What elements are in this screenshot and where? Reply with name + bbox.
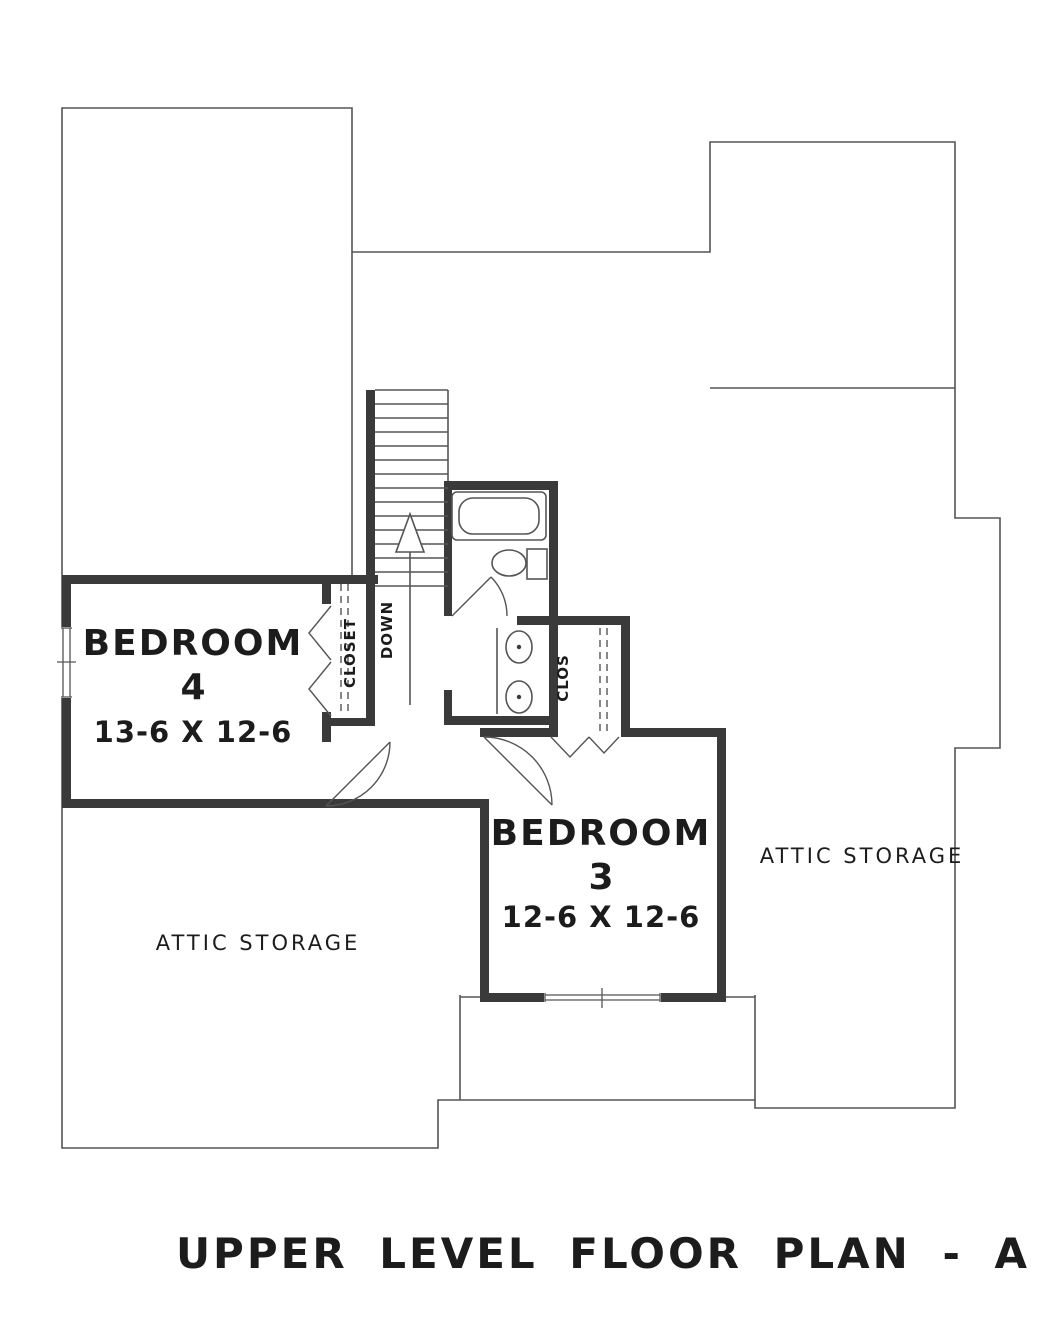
- bedroom4-name-label: BEDROOM: [83, 623, 304, 664]
- bedroom3-name-label: BEDROOM: [491, 813, 712, 854]
- stair-direction-arrow-head: [394, 511, 426, 553]
- bedroom4-right-wall-upper: [322, 575, 331, 604]
- bath-right-wall: [549, 481, 558, 625]
- bedroom3-left-wall: [480, 799, 489, 1002]
- clos-right-wall: [621, 616, 630, 737]
- vanity-sink-bottom-drain: [516, 694, 522, 700]
- bedroom3-top-wall-left: [489, 728, 549, 737]
- bedroom4-door-leaf: [325, 741, 391, 807]
- bedroom3-number-label: 3: [588, 857, 613, 898]
- vanity-sink-top-drain: [516, 644, 522, 650]
- plan-title: UPPER LEVEL FLOOR PLAN - A: [176, 1229, 1030, 1278]
- bedroom4-left-wall-lower: [62, 697, 71, 808]
- bathroom: [451, 491, 548, 714]
- bedroom4-top-wall: [62, 575, 378, 584]
- bathtub-inner: [458, 497, 540, 535]
- bath-left-wall: [444, 481, 452, 616]
- attic-storage-left-label: ATTIC STORAGE: [156, 931, 361, 955]
- toilet-tank: [526, 548, 548, 580]
- bath-door-arc: [490, 576, 508, 617]
- bedroom3-door-arc: [483, 736, 553, 806]
- walls: [62, 390, 726, 1002]
- clos-bifold-door-right: [588, 736, 620, 755]
- bedroom4-window: [57, 627, 76, 698]
- bedroom3-window: [544, 988, 661, 1008]
- clos-bifold-door-left: [550, 736, 590, 759]
- bedroom3-right-wall: [717, 728, 726, 1002]
- clos-label: CLOS: [554, 654, 572, 702]
- stair-direction-label: DOWN: [378, 601, 396, 659]
- bedroom4-closet: CLOSET: [308, 584, 359, 717]
- bedroom3-bottom-wall-right: [660, 993, 726, 1002]
- stair-left-wall: [366, 390, 375, 726]
- bedroom4-bottom-wall: [62, 799, 489, 808]
- bedroom4-window-lines: [57, 627, 76, 698]
- bedroom3-door-leaf: [483, 736, 553, 806]
- hall-closet: CLOS: [550, 628, 620, 759]
- vanity-bottom-wall: [444, 716, 549, 725]
- closet-bifold-door-lower: [308, 661, 332, 717]
- stair-treads: [375, 403, 448, 587]
- bath-top-wall: [444, 481, 558, 490]
- bedroom4-left-wall-upper: [62, 575, 71, 628]
- attic-outline: [61, 107, 1001, 1149]
- closet-label: CLOSET: [341, 618, 359, 688]
- clos-top-wall: [549, 616, 630, 625]
- doors: [325, 736, 553, 807]
- bedroom4-dims-label: 13-6 X 12-6: [94, 715, 293, 749]
- bedroom4-number-label: 4: [180, 667, 205, 708]
- bedroom3-left-wall-stub: [480, 728, 489, 737]
- bedroom3-dims-label: 12-6 X 12-6: [502, 900, 701, 934]
- bedroom4-door-arc: [325, 741, 391, 807]
- bath-bottom-wall-segment: [517, 616, 558, 625]
- attic-storage-right-label: ATTIC STORAGE: [760, 844, 965, 868]
- clos-left-wall: [549, 616, 558, 737]
- toilet-bowl: [491, 549, 527, 577]
- bath-door-leaf: [451, 576, 492, 617]
- bedroom3-top-wall-right: [621, 728, 726, 737]
- bedroom4-right-wall-mid: [322, 712, 331, 742]
- vanity-left-wall-stub: [444, 690, 452, 725]
- bedroom3-window-lines: [544, 988, 661, 1008]
- closet-bottom-wall: [331, 718, 375, 726]
- closet-bifold-door-upper: [308, 605, 332, 661]
- staircase: DOWN: [375, 389, 449, 705]
- attic-outline-path: [61, 107, 1001, 1149]
- room-labels: BEDROOM 4 13-6 X 12-6 BEDROOM 3 12-6 X 1…: [83, 623, 965, 955]
- bedroom3-bottom-wall-left: [480, 993, 545, 1002]
